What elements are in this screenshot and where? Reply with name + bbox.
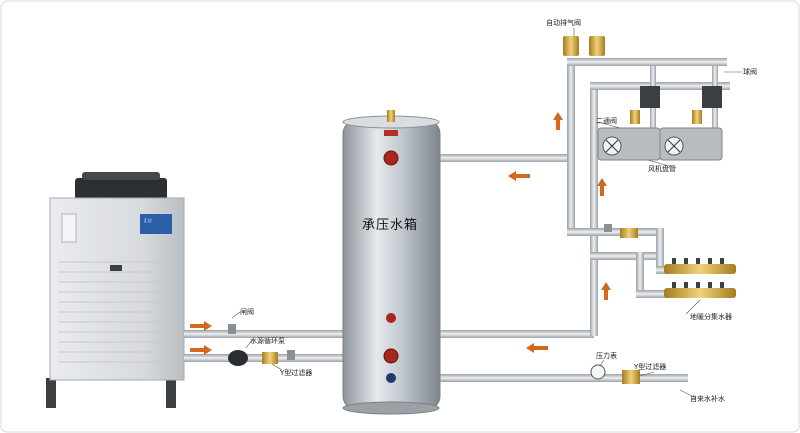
heat-pump-unit: [46, 172, 185, 408]
inline-components: [228, 224, 640, 384]
two-way-valve-label: 二通阀: [596, 117, 617, 125]
pressure-gauge-label: 压力表: [596, 352, 617, 360]
fan-coil-units: [597, 86, 723, 161]
pressure-tank: [342, 110, 441, 415]
unit-brand-label: 汇亿: [142, 217, 154, 225]
tank-label: 承压水箱: [362, 218, 419, 233]
auto-vent-valves: [563, 36, 605, 56]
flow-arrows: [190, 112, 611, 355]
y-filter-right-label: Y型过滤器: [634, 363, 667, 371]
fan-coil-label: 风机盘管: [648, 165, 676, 173]
leader-lines: [231, 28, 742, 399]
auto-vent-label: 自动排气阀: [546, 19, 581, 27]
ball-valve-label: 球阀: [743, 68, 757, 76]
gate-valve-label: 闸阀: [240, 308, 254, 316]
floor-manifold: [664, 258, 736, 298]
tap-water-label: 自来水补水: [690, 395, 725, 403]
y-filter-left-label: Y型过滤器: [280, 369, 313, 377]
floor-manifold-label: 地暖分集水器: [690, 313, 732, 321]
circulation-pump-label: 水源循环泵: [250, 337, 285, 345]
